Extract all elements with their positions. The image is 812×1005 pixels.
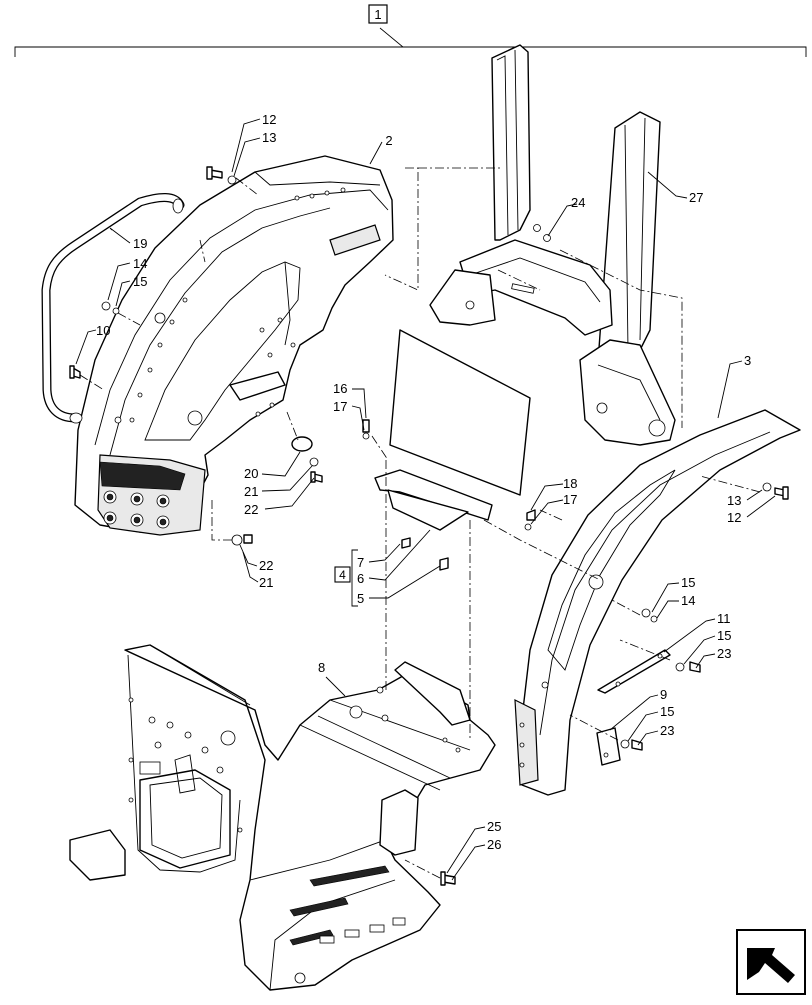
callout-13-top: 13 [262,130,276,145]
main-frame [69,644,496,991]
callout-leaders [75,118,776,881]
callout-27: 27 [689,190,703,205]
rops-frame [429,44,676,446]
callout-23-lower: 23 [660,723,674,738]
callout-17-right: 17 [563,492,577,507]
callout-14-right: 14 [681,593,695,608]
callout-8: 8 [318,660,325,675]
callout-21-upper: 21 [244,484,258,499]
assembly-bracket: 1 [14,4,807,57]
next-page-arrow-icon[interactable] [736,929,806,995]
callout-7: 7 [357,555,364,570]
assembly-number: 1 [374,7,381,22]
callout-20: 20 [244,466,258,481]
callout-9: 9 [660,687,667,702]
callout-2: 2 [385,133,392,148]
left-fender [74,155,394,536]
callout-15-right: 15 [681,575,695,590]
callout-19: 19 [133,236,147,251]
fasteners [69,166,789,886]
callout-22-upper: 22 [244,502,258,517]
callout-26: 26 [487,837,501,852]
callout-5: 5 [357,591,364,606]
bracket-9 [596,727,621,766]
callout-15-lower: 15 [660,704,674,719]
handrail [41,193,185,424]
callout-14-left: 14 [133,256,147,271]
callout-3: 3 [744,353,751,368]
callout-18: 18 [563,476,577,491]
callout-16: 16 [333,381,347,396]
callout-21-lower: 21 [259,575,273,590]
callout-13-right: 13 [727,493,741,508]
callout-24: 24 [571,195,585,210]
callout-11: 11 [717,611,731,626]
callout-22-lower: 22 [259,558,273,573]
alignment-lines [79,167,761,879]
callout-numbers: 2 12 13 19 14 15 10 16 17 20 21 22 22 21… [96,112,751,852]
callout-17-left: 17 [333,399,347,414]
callout-15-left: 15 [133,274,147,289]
callout-6: 6 [357,571,364,586]
callout-15-mid: 15 [717,628,731,643]
callout-10: 10 [96,323,110,338]
callout-25: 25 [487,819,501,834]
callout-12-right: 12 [727,510,741,525]
kit-number: 4 [339,568,346,582]
panel [374,329,531,531]
callout-12-top: 12 [262,112,276,127]
callout-23-upper: 23 [717,646,731,661]
kit-bracket: 4 [334,549,358,607]
bracket-11 [597,649,671,694]
right-fender [514,409,801,796]
